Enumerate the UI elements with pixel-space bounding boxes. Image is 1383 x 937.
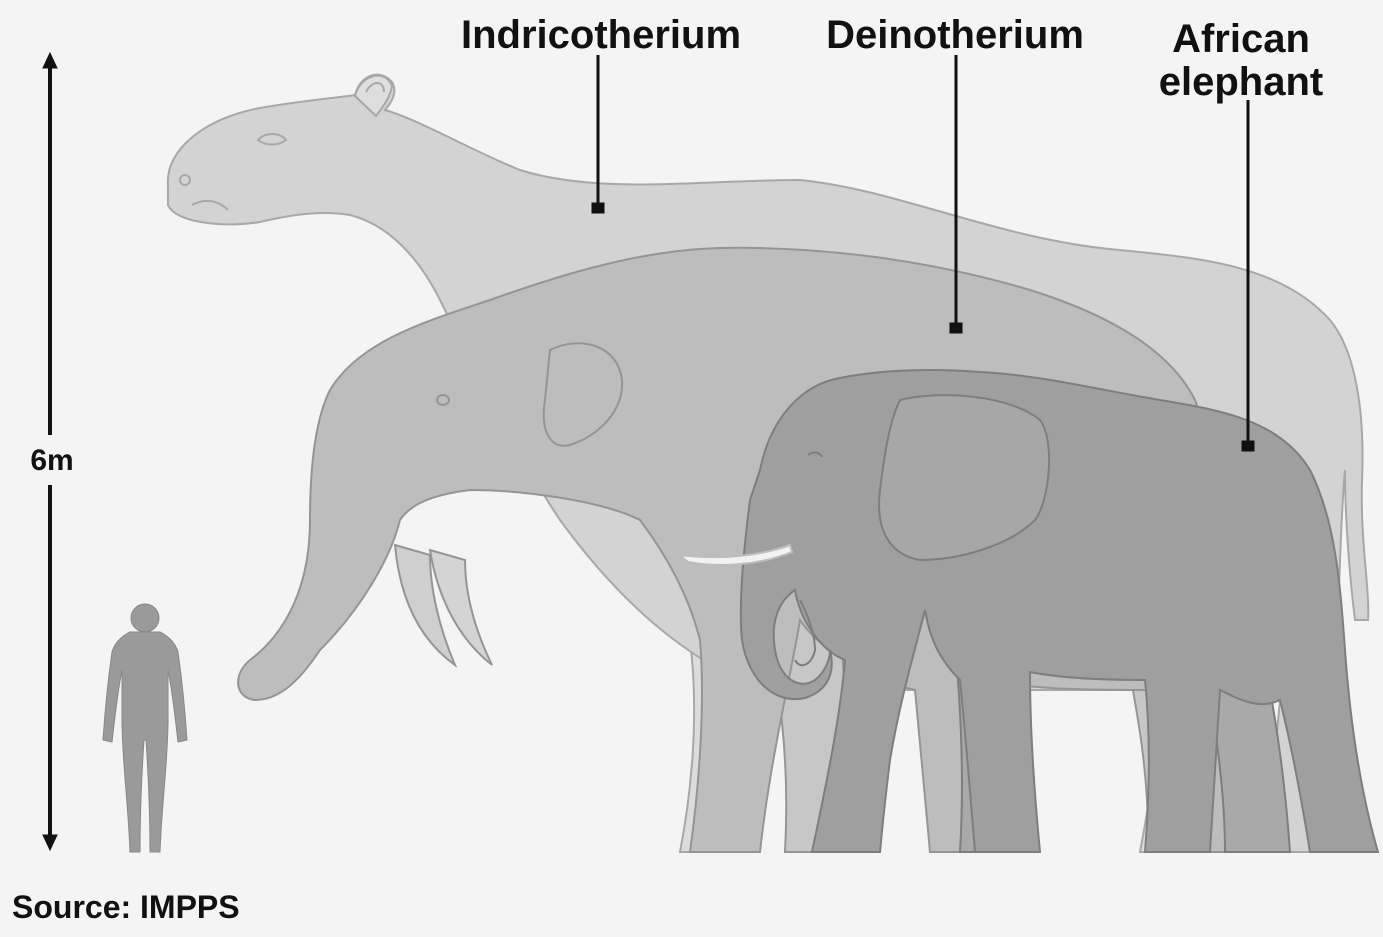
scale-arrow-up-icon — [43, 53, 57, 68]
indricotherium-label: Indricotherium — [461, 13, 741, 57]
source-credit: Source: IMPPS — [12, 889, 240, 925]
deinotherium-leader-dot — [951, 324, 961, 332]
indricotherium-leader-dot — [593, 204, 603, 212]
african-elephant-leader-dot — [1243, 442, 1253, 450]
african-elephant-label-line1: African — [1172, 17, 1310, 61]
scale-label: 6m — [30, 444, 73, 477]
deinotherium-label: Deinotherium — [826, 13, 1084, 57]
scale-arrow-down-icon — [43, 835, 57, 850]
african-elephant-label-line2: elephant — [1159, 60, 1323, 104]
human-silhouette — [103, 604, 187, 852]
